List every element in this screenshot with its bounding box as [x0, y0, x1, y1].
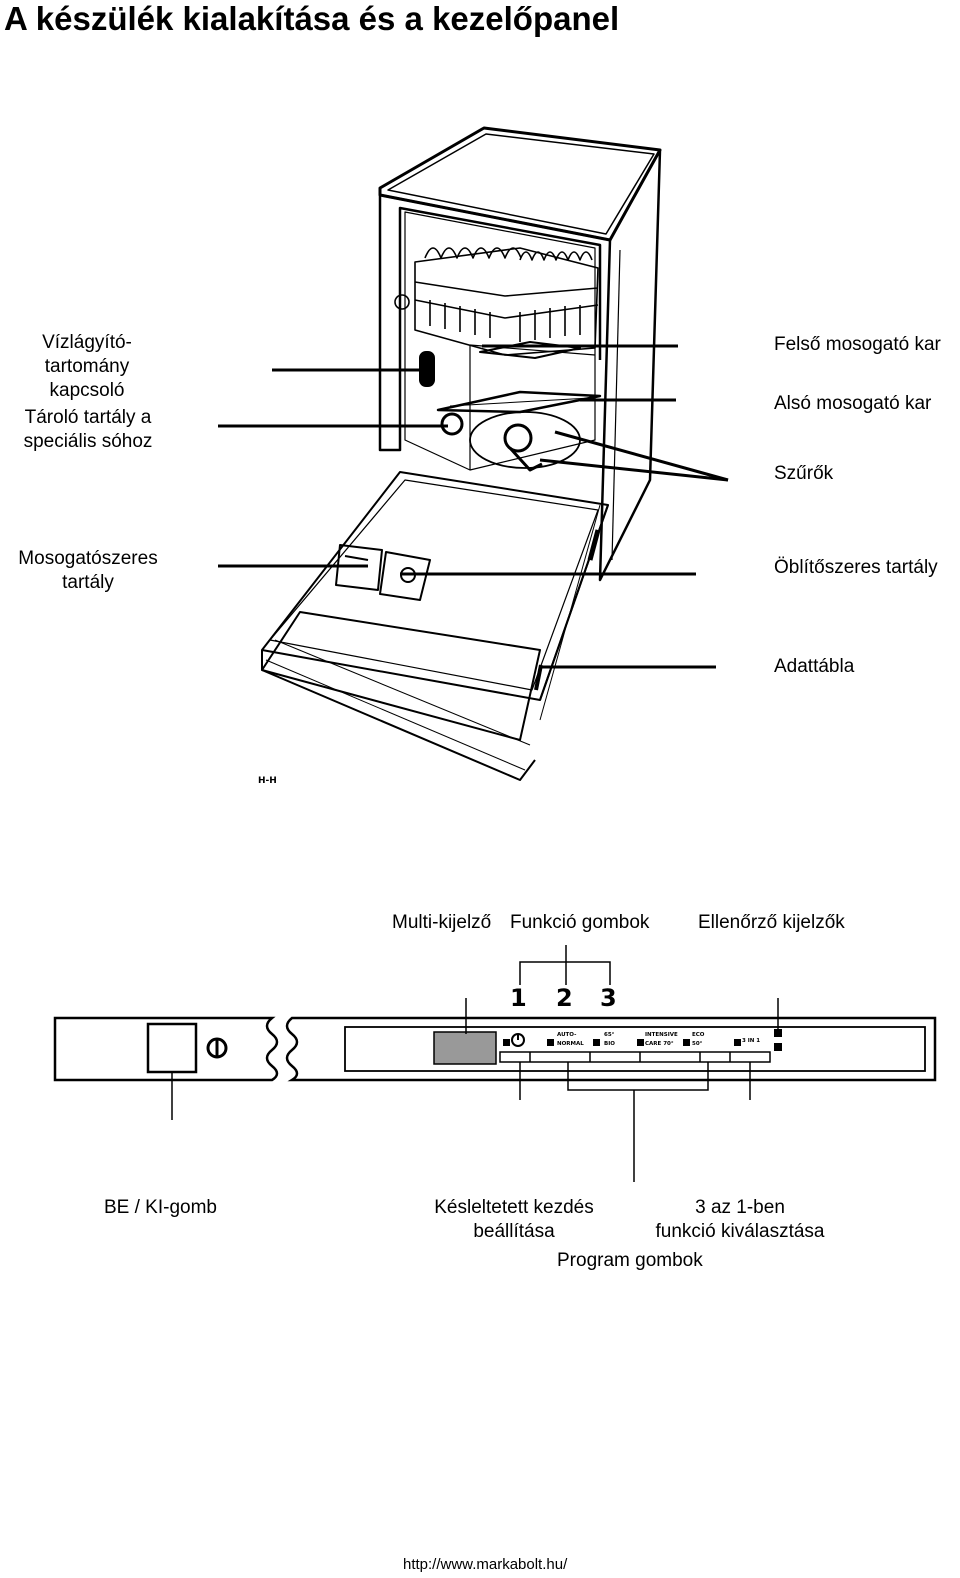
legend-b1b: NORMAL: [557, 1041, 584, 1047]
multi-display-screen: [433, 1031, 497, 1065]
salt-container-cap: [440, 412, 464, 436]
pointer-lines: [218, 344, 729, 669]
label-indicator-lights: Ellenőrző kijelzők: [698, 912, 845, 933]
label-function-buttons: Funkció gombok: [510, 912, 650, 933]
label-program-buttons: Program gombok: [557, 1250, 703, 1271]
label-filters: Szűrők: [774, 463, 834, 484]
label-water-softener-switch: Vízlágyító- tartomány kapcsoló: [42, 332, 132, 401]
cabinet-side: [598, 148, 662, 582]
upper-basket: [394, 247, 599, 356]
label-salt-container: Tároló tartály a speciális sóhoz: [23, 407, 153, 452]
on-off-button-drawing: [146, 1022, 198, 1074]
label-detergent-dispenser: Mosogatószeres tartály: [18, 548, 158, 593]
lower-spray-arm: [436, 390, 602, 414]
legend-b1: AUTO-: [557, 1032, 576, 1038]
panel-number-3: 3: [600, 984, 617, 1012]
footer-url[interactable]: http://www.markabolt.hu/: [403, 1556, 568, 1573]
legend-b3: INTENSIVE: [645, 1032, 678, 1038]
panel-number-2: 2: [556, 984, 573, 1012]
control-panel-drawing: [53, 945, 937, 1182]
label-rating-plate: Adattábla: [774, 656, 855, 677]
label-on-off-button: BE / KI-gomb: [104, 1197, 217, 1218]
page-title: A készülék kialakítása és a kezelőpanel: [4, 0, 620, 37]
label-upper-spray-arm: Felső mosogató kar: [774, 334, 941, 355]
panel-number-1: 1: [510, 984, 527, 1012]
label-rinse-aid-dispenser: Öblítőszeres tartály: [774, 557, 938, 578]
legend-b4b: 50°: [692, 1041, 703, 1047]
legend-b3b: CARE 70°: [645, 1041, 674, 1047]
filter-sump: [469, 411, 581, 469]
label-three-in-one: 3 az 1-ben funkció kiválasztása: [655, 1197, 825, 1242]
scan-mark: H-H: [258, 776, 277, 786]
legend-b2: 65°: [604, 1032, 615, 1038]
cabinet-frame: [378, 195, 602, 452]
label-multi-display: Multi-kijelző: [392, 912, 492, 933]
legend-b5: 3 IN 1: [742, 1038, 760, 1044]
rating-plate-mark: [534, 664, 543, 691]
label-delay-start: Késleltetett kezdés beállítása: [434, 1197, 594, 1242]
door: [261, 471, 609, 781]
legend-b4: ECO: [692, 1032, 705, 1038]
legend-b2b: BIO: [604, 1041, 615, 1047]
label-lower-spray-arm: Alsó mosogató kar: [774, 393, 932, 414]
